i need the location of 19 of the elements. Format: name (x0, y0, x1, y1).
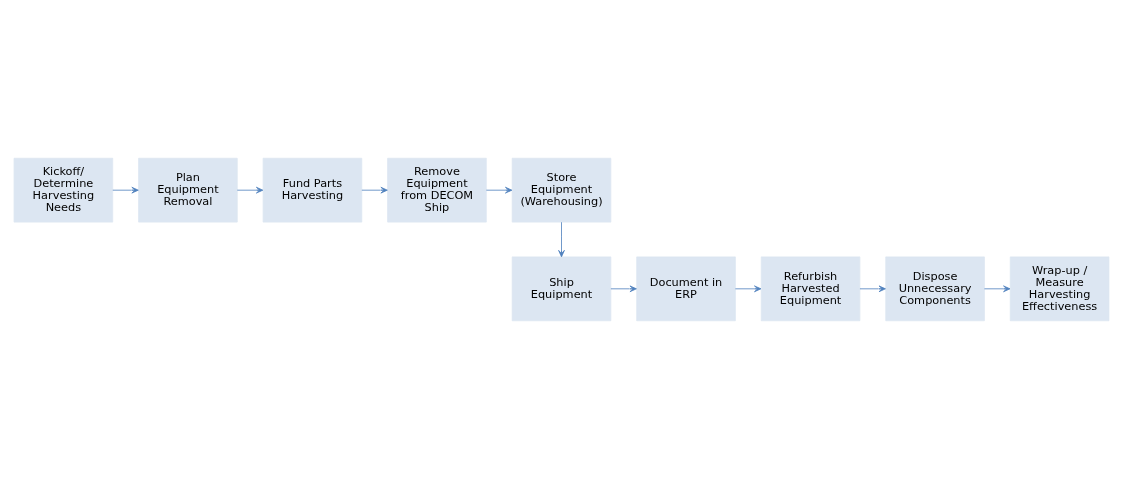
arrow (485, 186, 513, 193)
node-box: Fund Parts Harvesting (262, 157, 363, 222)
arrow (610, 285, 637, 292)
node-box: Store Equipment (Warehousing) (511, 157, 612, 222)
arrow (112, 186, 139, 193)
arrow (859, 285, 886, 292)
node-box: Kickoff/ Determine Harvesting Needs (13, 157, 114, 222)
node-box: Dispose Unnecessary Components (885, 256, 985, 321)
arrow (236, 186, 264, 193)
node-box: Wrap-up / Measure Harvesting Effectiveness (1009, 256, 1110, 321)
arrow (735, 285, 762, 292)
node-box: Remove Equipment from DECOM Ship (387, 157, 487, 222)
node-box: Document in ERP (636, 256, 736, 321)
node-box: Plan Equipment Removal (138, 157, 238, 222)
arrow (558, 221, 565, 257)
node-box: Ship Equipment (511, 256, 612, 321)
arrow (984, 285, 1011, 292)
arrow (361, 186, 388, 193)
node-box: Refurbish Harvested Equipment (760, 256, 861, 321)
